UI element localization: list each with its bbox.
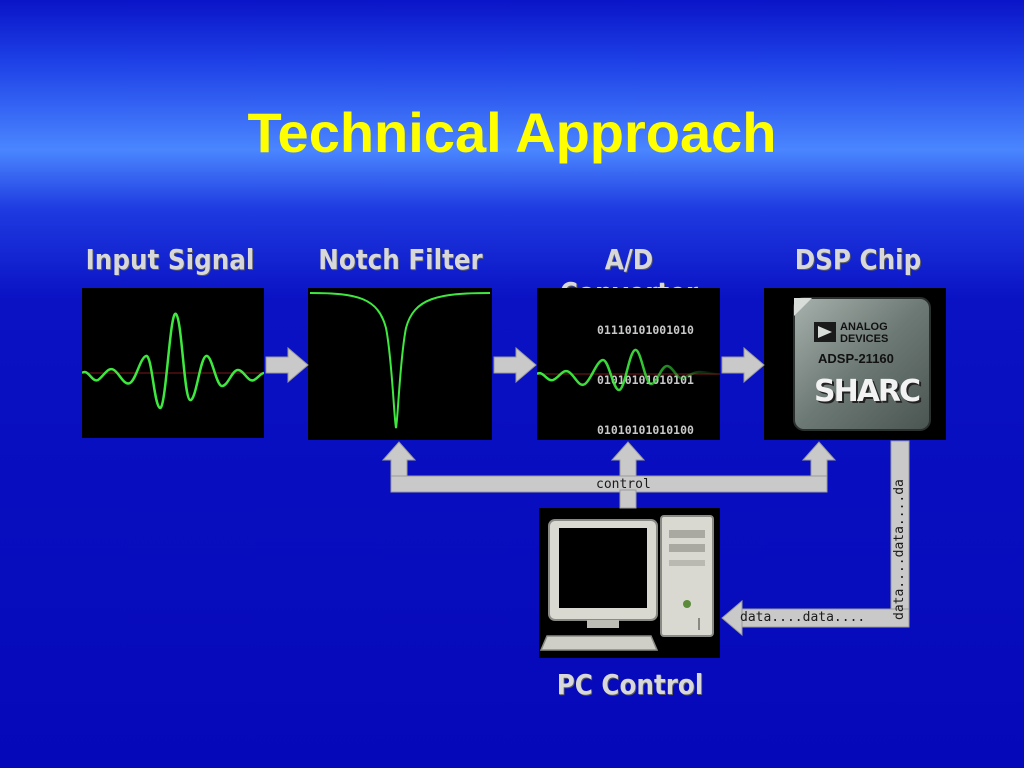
adc-waveform: [537, 348, 720, 392]
dsp-chip-image: [793, 297, 931, 431]
arrow-control-to-notch: [381, 441, 417, 477]
input-waveform: [82, 312, 264, 410]
notch-response-curve: [309, 292, 491, 429]
arrow-input-to-notch: [265, 346, 309, 384]
chip-brand-line2: DEVICES: [840, 333, 889, 345]
dsp-chip-label: DSP Chip: [794, 243, 922, 276]
pc-computer-icon: [539, 515, 714, 651]
keyboard-icon: [539, 635, 659, 651]
sharc-logo: SHARC: [814, 374, 921, 409]
arrow-control-to-dsp: [801, 441, 837, 477]
pc-panel: [539, 508, 720, 658]
filtered-trace: [537, 348, 720, 392]
input-signal-label: Input Signal: [85, 243, 255, 276]
arrow-adc-to-dsp: [721, 346, 765, 384]
pc-control-stem: [619, 489, 637, 509]
arrow-data-to-pc: [721, 599, 743, 637]
input-signal-panel: [82, 288, 264, 438]
binary-row: 01010101010101: [597, 372, 694, 387]
binary-stream: 01110101001010 01010101010101 0101010101…: [597, 288, 720, 440]
data-flow-horizontal-label: data....data....: [740, 610, 866, 625]
monitor-screen: [559, 528, 647, 608]
ad-converter-panel: 01110101001010 01010101010101 0101010101…: [537, 288, 720, 440]
chip-corner-mark: [794, 298, 812, 316]
binary-row: 01110101001010: [597, 322, 694, 337]
pc-control-label: PC Control: [556, 668, 704, 701]
dsp-chip-panel: ANALOG DEVICES ADSP-21160 SHARC: [764, 288, 946, 440]
arrow-notch-to-adc: [493, 346, 537, 384]
chip-brand-line1: ANALOG: [840, 321, 888, 333]
notch-filter-label: Notch Filter: [318, 243, 483, 276]
arrow-control-to-adc: [610, 441, 646, 477]
control-bus: [390, 475, 828, 493]
slide-title: Technical Approach: [247, 101, 777, 164]
data-flow-vertical-label: data....data....da: [892, 479, 907, 620]
notch-filter-panel: [308, 288, 492, 440]
notch-trace: [309, 292, 491, 429]
binary-row: 01010101010100: [597, 423, 694, 438]
waveform-trace: [82, 312, 264, 410]
control-flow-label: control: [596, 477, 651, 492]
chip-part-number: ADSP-21160: [818, 351, 894, 366]
